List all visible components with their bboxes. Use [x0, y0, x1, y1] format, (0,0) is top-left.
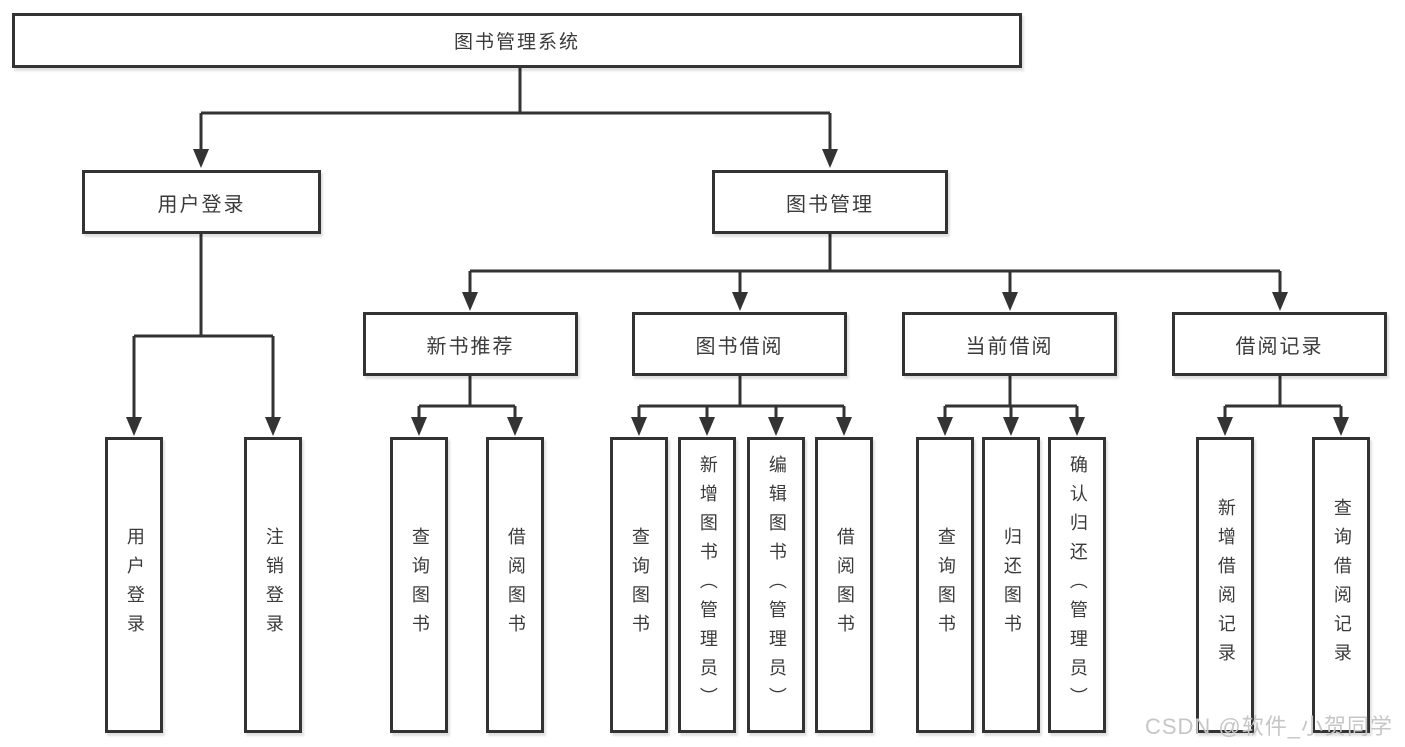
- node-user-login: 用户登录: [82, 170, 321, 234]
- leaf-newbook-borrow: 借阅图书: [486, 437, 544, 733]
- watermark: CSDN @软件_小贺同学: [1144, 714, 1393, 739]
- leaf-borrow-borrow-book-label: 借阅图书: [834, 527, 855, 643]
- node-root: 图书管理系统: [12, 13, 1022, 68]
- leaf-logout-label: 注销登录: [263, 527, 284, 643]
- leaf-current-query: 查询图书: [916, 437, 974, 733]
- node-borrow-records-label: 借阅记录: [1235, 335, 1324, 358]
- leaf-newbook-query: 查询图书: [390, 437, 448, 733]
- node-root-label: 图书管理系统: [453, 32, 580, 53]
- node-user-login-label: 用户登录: [157, 193, 246, 216]
- node-current-borrow: 当前借阅: [902, 312, 1117, 376]
- node-book-borrow: 图书借阅: [632, 312, 847, 376]
- node-book-borrow-label: 图书借阅: [695, 335, 784, 358]
- node-new-book-recommend: 新书推荐: [363, 312, 578, 376]
- node-book-management-label: 图书管理: [786, 193, 874, 216]
- leaf-logout: 注销登录: [244, 437, 302, 733]
- leaf-records-query: 查询借阅记录: [1312, 437, 1370, 733]
- leaf-records-add: 新增借阅记录: [1196, 437, 1254, 733]
- node-borrow-records: 借阅记录: [1172, 312, 1387, 376]
- leaf-borrow-add-book-admin-label: 新增图书（管理员）: [697, 454, 718, 716]
- leaf-current-return-label: 归还图书: [1001, 527, 1022, 643]
- node-new-book-recommend-label: 新书推荐: [426, 335, 515, 358]
- leaf-records-add-label: 新增借阅记录: [1215, 498, 1236, 672]
- leaf-current-query-label: 查询图书: [935, 527, 956, 643]
- leaf-user-login: 用户登录: [105, 437, 163, 733]
- leaf-borrow-edit-book-admin: 编辑图书（管理员）: [747, 437, 805, 733]
- leaf-user-login-label: 用户登录: [124, 527, 145, 643]
- node-book-management: 图书管理: [712, 170, 948, 234]
- leaf-borrow-edit-book-admin-label: 编辑图书（管理员）: [766, 454, 787, 716]
- leaf-current-confirm-return-admin-label: 确认归还（管理员）: [1067, 454, 1088, 716]
- leaf-borrow-borrow-book: 借阅图书: [815, 437, 873, 733]
- leaf-current-confirm-return-admin: 确认归还（管理员）: [1048, 437, 1106, 733]
- leaf-borrow-query-label: 查询图书: [629, 527, 650, 643]
- leaf-records-query-label: 查询借阅记录: [1331, 498, 1352, 672]
- leaf-borrow-add-book-admin: 新增图书（管理员）: [678, 437, 736, 733]
- leaf-newbook-borrow-label: 借阅图书: [505, 527, 526, 643]
- node-current-borrow-label: 当前借阅: [965, 335, 1054, 358]
- arrowheads: [126, 149, 1349, 436]
- leaf-newbook-query-label: 查询图书: [409, 527, 430, 643]
- leaf-current-return: 归还图书: [982, 437, 1040, 733]
- leaf-borrow-query: 查询图书: [610, 437, 668, 733]
